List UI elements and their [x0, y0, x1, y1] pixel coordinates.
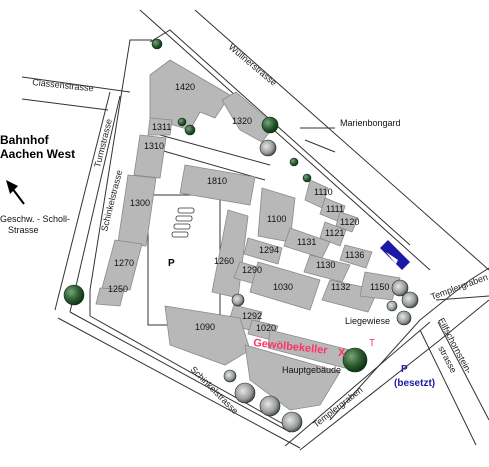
building-label-1132: 1132	[331, 282, 350, 292]
parked-cars	[171, 207, 195, 238]
building-1270[interactable]	[101, 239, 143, 291]
building-label-1130: 1130	[316, 260, 335, 270]
building-1294[interactable]	[243, 237, 283, 265]
building-label-1311: 1311	[152, 122, 171, 132]
building-label-1810: 1810	[207, 176, 227, 186]
street-lines	[21, 9, 489, 451]
marker-t: T	[369, 338, 375, 349]
station-label-line1: Bahnhof	[0, 133, 50, 147]
direction-arrow-icon	[6, 180, 25, 205]
building-1250[interactable]	[95, 287, 125, 307]
street-label-templergraben-right: Templergraben	[429, 272, 489, 302]
gewoelbekeller-marker-x[interactable]: X	[338, 347, 346, 359]
building-label-1292: 1292	[242, 311, 262, 321]
parking-status-right: (besetzt)	[394, 378, 435, 389]
building-label-1294: 1294	[259, 245, 279, 255]
building-label-1320: 1320	[232, 116, 252, 126]
station-label-line2: Aachen West	[0, 147, 75, 161]
building-label-1310: 1310	[144, 141, 164, 151]
building-1121[interactable]	[319, 221, 347, 247]
liegewiese-label: Liegewiese	[345, 316, 390, 326]
building-label-1020: 1020	[256, 323, 276, 333]
building-label-1110: 1110	[314, 187, 333, 197]
building-1311[interactable]	[147, 117, 173, 136]
building-number-labels: 1420 1320 1311 1310 1810 1300 1270 1250 …	[108, 82, 389, 333]
building-label-1090: 1090	[195, 322, 215, 332]
building-1310[interactable]	[133, 134, 167, 179]
parking-label-main: P	[168, 258, 175, 269]
building-1030[interactable]	[249, 261, 321, 311]
building-label-1131: 1131	[297, 237, 316, 247]
building-1130[interactable]	[303, 254, 351, 283]
building-label-1300: 1300	[130, 198, 150, 208]
building-1260[interactable]	[211, 209, 249, 299]
building-label-1120: 1120	[340, 217, 359, 227]
street-label-classenstrasse: Classenstrasse	[32, 77, 94, 93]
building-1136[interactable]	[339, 244, 373, 269]
building-label-1121: 1121	[325, 228, 344, 238]
hauptgebaeude-label: Hauptgebäude	[282, 365, 341, 375]
building-1320[interactable]	[221, 91, 276, 143]
street-label-wuellnerstrasse: Wüllnerstrasse	[227, 42, 279, 88]
building-hauptgebaeude-wing[interactable]	[267, 329, 351, 369]
building-label-1136: 1136	[345, 250, 364, 260]
building-label-1290: 1290	[242, 265, 262, 275]
building-label-1250: 1250	[108, 284, 128, 294]
building-label-1420: 1420	[175, 82, 195, 92]
buildings	[95, 59, 401, 411]
building-label-1030: 1030	[273, 282, 293, 292]
marienbongard-label: Marienbongard	[340, 118, 401, 128]
building-hauptgebaeude[interactable]	[244, 344, 341, 411]
entrance-marker-icon[interactable]	[380, 240, 410, 270]
building-1090[interactable]	[164, 305, 251, 366]
trees	[63, 38, 419, 433]
building-label-1260: 1260	[214, 256, 234, 266]
parking-label-right: P	[401, 364, 408, 375]
building-1120[interactable]	[335, 211, 359, 233]
building-1150[interactable]	[359, 271, 401, 301]
building-label-1111: 1111	[326, 204, 344, 214]
building-label-1270: 1270	[114, 258, 134, 268]
building-1300[interactable]	[117, 174, 157, 247]
building-1810[interactable]	[179, 164, 256, 206]
building-label-1100: 1100	[267, 214, 286, 224]
scholl-label-line2: Strasse	[8, 225, 39, 235]
scholl-label-line1: Geschw. - Scholl-	[0, 214, 70, 224]
building-label-1150: 1150	[370, 282, 389, 292]
